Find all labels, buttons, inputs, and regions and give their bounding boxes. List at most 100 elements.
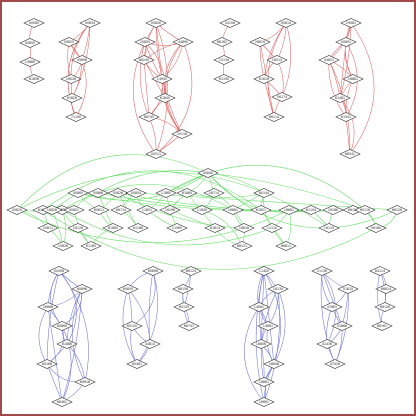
graph-node[interactable]: 11640	[191, 205, 213, 215]
graph-node[interactable]: 60850	[117, 284, 139, 294]
graph-node[interactable]: 66461	[51, 397, 73, 407]
graph-node[interactable]: 11865	[155, 188, 177, 198]
graph-node[interactable]: 60896	[142, 266, 164, 276]
graph-node[interactable]: 04156	[219, 18, 241, 28]
graph-node[interactable]: 61104	[300, 205, 322, 215]
graph-node[interactable]: 66126	[386, 205, 408, 215]
graph-node[interactable]: 61461	[329, 93, 351, 103]
graph-node[interactable]: 66240	[133, 55, 155, 65]
graph-node[interactable]: 60144	[253, 188, 275, 198]
graph-node[interactable]: 61840	[154, 93, 176, 103]
graph-node[interactable]: 26868	[37, 302, 59, 312]
graph-node[interactable]: 86162	[211, 37, 233, 47]
graph-node[interactable]: 50826	[107, 188, 129, 198]
graph-node[interactable]: 61856	[23, 74, 45, 84]
graph-node[interactable]: 00840	[145, 18, 167, 28]
graph-node[interactable]: 60811	[88, 205, 110, 215]
graph-node[interactable]: 61860	[176, 188, 198, 198]
graph-node[interactable]: 00085	[23, 18, 45, 28]
graph-node[interactable]: 16816	[233, 223, 255, 233]
graph-node[interactable]: 26819	[249, 37, 271, 47]
graph-node[interactable]: 84114	[369, 266, 391, 276]
graph-node[interactable]: 16119	[318, 223, 340, 233]
graph-node[interactable]: 66124	[180, 266, 202, 276]
graph-node[interactable]: 60116	[354, 205, 376, 215]
graph-node[interactable]: 00801	[63, 205, 85, 215]
graph-node[interactable]: 61821	[250, 205, 272, 215]
graph-node[interactable]: 47426	[324, 359, 346, 369]
graph-node[interactable]: 61185	[80, 241, 102, 251]
graph-node[interactable]: 44895	[172, 37, 194, 47]
graph-node[interactable]: 16526	[60, 74, 82, 84]
graph-node[interactable]: 16126	[67, 223, 89, 233]
graph-node[interactable]: 16661	[253, 397, 275, 407]
graph-node[interactable]: 16826	[41, 205, 63, 215]
graph-node[interactable]: 11851	[136, 205, 158, 215]
graph-node[interactable]: 66114	[263, 112, 285, 122]
graph-node[interactable]: 15889	[19, 57, 41, 67]
graph-node[interactable]: 71190	[65, 112, 87, 122]
graph-node[interactable]: 51866	[331, 321, 353, 331]
graph-node[interactable]: 47661	[321, 302, 343, 312]
graph-node[interactable]: 66126	[374, 302, 396, 312]
graph-node[interactable]: 00825	[6, 205, 28, 215]
graph-node[interactable]: 14661	[257, 321, 279, 331]
graph-node[interactable]: 16130	[267, 284, 289, 294]
graph-node[interactable]: 00834	[79, 18, 101, 28]
graph-node[interactable]: 50825	[58, 37, 80, 47]
graph-node[interactable]: 00865	[67, 188, 89, 198]
graph-node[interactable]: 61865	[102, 223, 124, 233]
graph-node[interactable]: 16514	[266, 55, 288, 65]
graph-node[interactable]: 16196	[159, 205, 181, 215]
graph-node[interactable]: 00840	[197, 168, 219, 178]
graph-node[interactable]: 20811	[37, 223, 59, 233]
graph-node[interactable]: 66161	[371, 321, 393, 331]
graph-node[interactable]: 60860	[51, 321, 73, 331]
graph-node[interactable]: 56180	[365, 223, 387, 233]
graph-node[interactable]: 14950	[151, 74, 173, 84]
graph-node[interactable]: 11405	[253, 266, 275, 276]
graph-node[interactable]: 00511	[145, 149, 167, 159]
graph-node[interactable]: 20118	[171, 129, 193, 139]
graph-node[interactable]: 16861	[222, 205, 244, 215]
graph-node[interactable]: 11110	[261, 223, 283, 233]
graph-node[interactable]: 61541	[335, 112, 357, 122]
graph-node[interactable]: 44621	[318, 55, 340, 65]
graph-node[interactable]: 41436	[316, 339, 338, 349]
graph-node[interactable]: 68745	[138, 112, 160, 122]
graph-node[interactable]: 60461	[126, 359, 148, 369]
graph-node[interactable]: 28714	[203, 188, 225, 198]
graph-node[interactable]: 60616	[74, 377, 96, 387]
graph-node[interactable]: 29081	[340, 18, 362, 28]
graph-node[interactable]: 50895	[19, 38, 41, 48]
graph-node[interactable]: 66741	[178, 321, 200, 331]
graph-node[interactable]: 15139	[213, 55, 235, 65]
graph-node[interactable]: 61616	[253, 74, 275, 84]
graph-node[interactable]: 51815	[337, 284, 359, 294]
graph-node[interactable]: 66714	[110, 205, 132, 215]
graph-node[interactable]: 16186	[322, 205, 344, 215]
graph-node[interactable]: 61886	[56, 339, 78, 349]
graph-node[interactable]: 16861	[253, 377, 275, 387]
graph-node[interactable]: 16806	[250, 339, 272, 349]
graph-node[interactable]: 56174	[271, 92, 293, 102]
graph-node[interactable]: 16646	[263, 359, 285, 369]
graph-node[interactable]: 61190	[213, 74, 235, 84]
graph-node[interactable]: 66541	[339, 149, 361, 159]
graph-node[interactable]: 00891	[335, 37, 357, 47]
graph-node[interactable]: 11560	[166, 223, 188, 233]
graph-node[interactable]: 20855	[134, 37, 156, 47]
graph-node[interactable]: 66811	[275, 241, 297, 251]
graph-node[interactable]: 00814	[275, 18, 297, 28]
graph-node[interactable]: 65135	[173, 302, 195, 312]
graph-node[interactable]: 16881	[342, 74, 364, 84]
graph-node[interactable]: 60120	[121, 321, 143, 331]
graph-node[interactable]: 66814	[375, 284, 397, 294]
graph-node[interactable]: 00854	[125, 188, 147, 198]
graph-node[interactable]: 00456	[48, 266, 70, 276]
graph-node[interactable]: 61826	[61, 93, 83, 103]
graph-node[interactable]: 68121	[231, 241, 253, 251]
graph-node[interactable]: 21136	[311, 266, 333, 276]
graph-node[interactable]: 44814	[139, 339, 161, 349]
graph-node[interactable]: 15826	[52, 241, 74, 251]
